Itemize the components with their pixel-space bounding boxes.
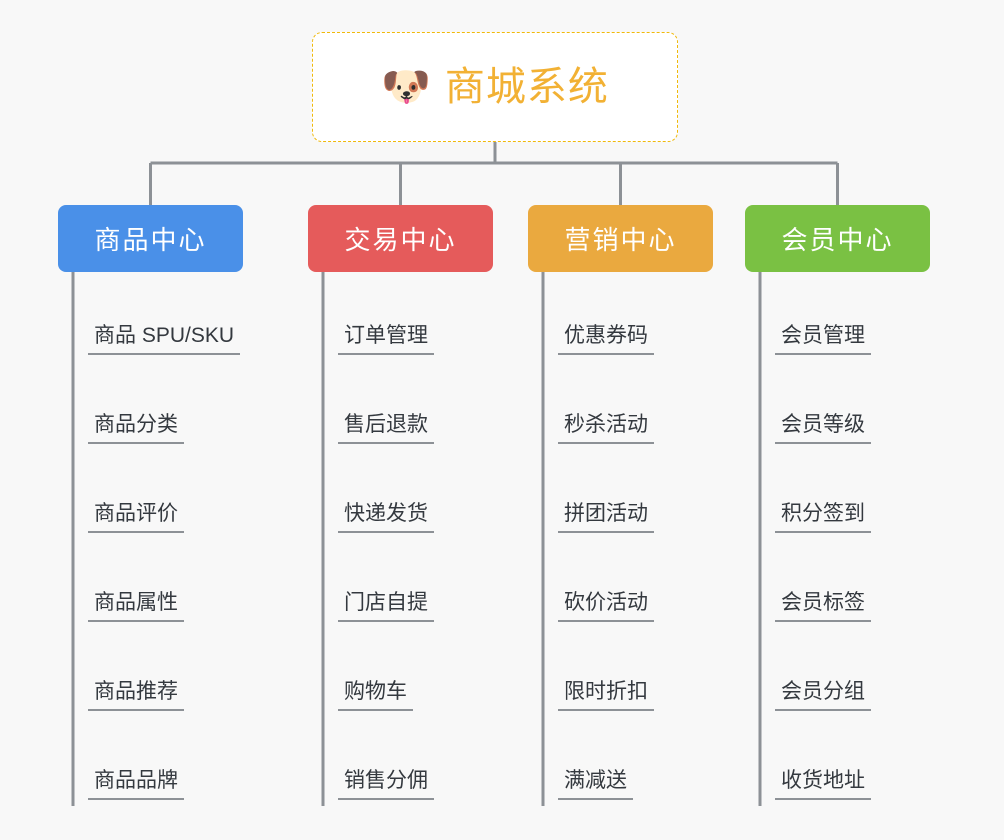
root-node[interactable]: 🐶 商城系统 <box>312 32 678 142</box>
leaf-item[interactable]: 拼团活动 <box>528 450 713 539</box>
leaf-label: 商品 SPU/SKU <box>88 323 241 355</box>
leaf-list-trade-center: 订单管理售后退款快递发货门店自提购物车销售分佣 <box>308 272 493 806</box>
leaf-label: 购物车 <box>338 679 413 711</box>
leaf-label: 收货地址 <box>775 768 871 800</box>
leaf-label: 门店自提 <box>338 590 434 622</box>
branch-trade-center: 交易中心订单管理售后退款快递发货门店自提购物车销售分佣 <box>308 205 493 806</box>
leaf-item[interactable]: 会员等级 <box>745 361 930 450</box>
branch-marketing-center: 营销中心优惠券码秒杀活动拼团活动砍价活动限时折扣满减送 <box>528 205 713 806</box>
leaf-label: 满减送 <box>558 768 633 800</box>
branch-product-center: 商品中心商品 SPU/SKU 商品分类商品评价商品属性商品推荐商品品牌 <box>58 205 243 806</box>
leaf-item[interactable]: 商品品牌 <box>58 717 243 806</box>
branch-header-trade-center[interactable]: 交易中心 <box>308 205 493 272</box>
leaf-item[interactable]: 商品推荐 <box>58 628 243 717</box>
leaf-item[interactable]: 会员分组 <box>745 628 930 717</box>
leaf-item[interactable]: 销售分佣 <box>308 717 493 806</box>
leaf-label: 会员等级 <box>775 412 871 444</box>
leaf-label: 拼团活动 <box>558 501 654 533</box>
leaf-item[interactable]: 商品分类 <box>58 361 243 450</box>
leaf-label: 会员标签 <box>775 590 871 622</box>
leaf-item[interactable]: 购物车 <box>308 628 493 717</box>
leaf-label: 商品属性 <box>88 590 184 622</box>
leaf-label: 快递发货 <box>338 501 434 533</box>
branch-header-marketing-center[interactable]: 营销中心 <box>528 205 713 272</box>
leaf-label: 商品分类 <box>88 412 184 444</box>
branch-header-member-center[interactable]: 会员中心 <box>745 205 930 272</box>
leaf-label: 商品评价 <box>88 501 184 533</box>
leaf-item[interactable]: 秒杀活动 <box>528 361 713 450</box>
leaf-label: 砍价活动 <box>558 590 654 622</box>
leaf-item[interactable]: 会员标签 <box>745 539 930 628</box>
leaf-label: 商品品牌 <box>88 768 184 800</box>
leaf-item[interactable]: 商品 SPU/SKU <box>58 272 243 361</box>
leaf-item[interactable]: 订单管理 <box>308 272 493 361</box>
leaf-list-product-center: 商品 SPU/SKU 商品分类商品评价商品属性商品推荐商品品牌 <box>58 272 243 806</box>
shiba-dog-face-icon: 🐶 <box>381 65 431 109</box>
leaf-item[interactable]: 门店自提 <box>308 539 493 628</box>
leaf-label: 会员管理 <box>775 323 871 355</box>
leaf-item[interactable]: 会员管理 <box>745 272 930 361</box>
leaf-label: 优惠券码 <box>558 323 654 355</box>
leaf-label: 售后退款 <box>338 412 434 444</box>
leaf-item[interactable]: 商品属性 <box>58 539 243 628</box>
leaf-item[interactable]: 售后退款 <box>308 361 493 450</box>
leaf-item[interactable]: 优惠券码 <box>528 272 713 361</box>
root-title: 商城系统 <box>444 65 609 109</box>
leaf-label: 商品推荐 <box>88 679 184 711</box>
leaf-item[interactable]: 满减送 <box>528 717 713 806</box>
leaf-label: 限时折扣 <box>558 679 654 711</box>
leaf-list-marketing-center: 优惠券码秒杀活动拼团活动砍价活动限时折扣满减送 <box>528 272 713 806</box>
leaf-label: 订单管理 <box>338 323 434 355</box>
leaf-item[interactable]: 砍价活动 <box>528 539 713 628</box>
leaf-item[interactable]: 积分签到 <box>745 450 930 539</box>
branch-member-center: 会员中心会员管理会员等级积分签到会员标签会员分组收货地址 <box>745 205 930 806</box>
leaf-label: 积分签到 <box>775 501 871 533</box>
leaf-item[interactable]: 快递发货 <box>308 450 493 539</box>
leaf-item[interactable]: 限时折扣 <box>528 628 713 717</box>
leaf-label: 销售分佣 <box>338 768 434 800</box>
leaf-item[interactable]: 商品评价 <box>58 450 243 539</box>
leaf-list-member-center: 会员管理会员等级积分签到会员标签会员分组收货地址 <box>745 272 930 806</box>
leaf-label: 秒杀活动 <box>558 412 654 444</box>
leaf-item[interactable]: 收货地址 <box>745 717 930 806</box>
branch-header-product-center[interactable]: 商品中心 <box>58 205 243 272</box>
leaf-label: 会员分组 <box>775 679 871 711</box>
